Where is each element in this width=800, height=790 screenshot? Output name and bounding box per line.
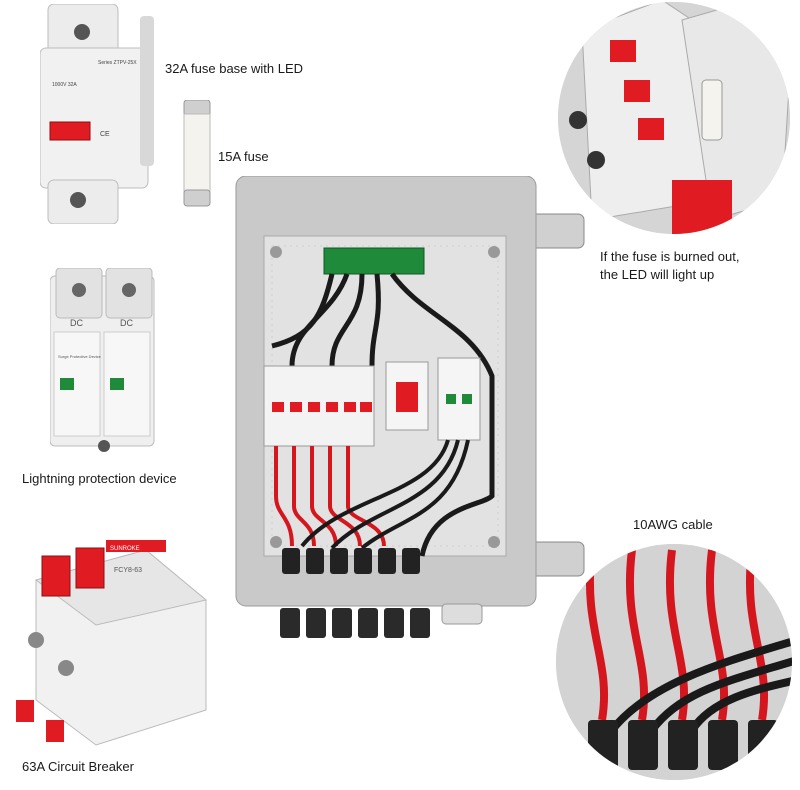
led-label-line1: If the fuse is burned out,	[600, 249, 740, 264]
breaker-model-text: FCY8-63	[114, 567, 142, 574]
breaker-brand-text: SUNROKE	[110, 546, 140, 552]
fuse-base-ce-text: CE	[100, 131, 110, 138]
led-label-line2: the LED will light up	[600, 267, 715, 282]
fuse-base-spec-text: 1000V 32A	[52, 82, 77, 88]
cable-detail-zoom	[552, 540, 797, 785]
lightning-label: Lightning protection device	[22, 471, 177, 486]
cable-label: 10AWG cable	[633, 517, 713, 532]
fuse-cartridge-image	[182, 100, 212, 208]
breaker-image: SUNROKE FCY8-63	[6, 540, 211, 750]
fuse-base-image: Series ZTPV-25X 1000V 32A CE	[40, 4, 155, 224]
spd-dc-text-a: DC	[70, 318, 83, 328]
combiner-box-image	[232, 176, 592, 646]
spd-dc-text-b: DC	[120, 318, 133, 328]
fuse-label: 15A fuse	[218, 149, 269, 164]
breaker-label: 63A Circuit Breaker	[22, 759, 134, 774]
spd-image: DC DC Surge Protective Device	[50, 268, 160, 464]
fuse-detail-zoom	[552, 0, 797, 245]
fuse-base-model-text: Series ZTPV-25X	[98, 60, 137, 66]
fuse-base-label: 32A fuse base with LED	[165, 61, 304, 76]
spd-side-text: Surge Protective Device	[58, 354, 102, 359]
